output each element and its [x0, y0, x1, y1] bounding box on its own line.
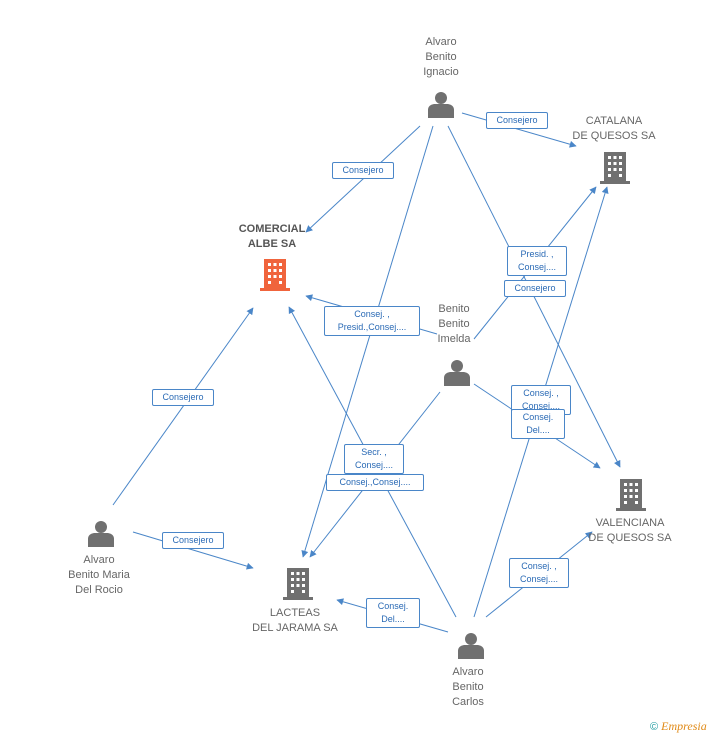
edge-label: Consej.,Consej.... [326, 474, 424, 491]
edge-label: Consejero [486, 112, 548, 129]
edge-label: Consejero [504, 280, 566, 297]
edge-rocio-comercial [112, 307, 254, 506]
copyright-icon: © [650, 721, 659, 733]
edge-label: Consejero [332, 162, 394, 179]
edge-label: Consej. Del.... [366, 598, 420, 628]
person-label-ignacio[interactable]: Alvaro Benito Ignacio [423, 36, 459, 78]
company-label-catalana[interactable]: CATALANA DE QUESOS SA [572, 115, 656, 142]
edge-label: Consej. , Presid.,Consej.... [324, 306, 420, 336]
edge-ignacio-catalana [461, 112, 577, 148]
edges [112, 112, 621, 633]
person-label-imelda[interactable]: Benito Benito Imelda [437, 303, 471, 345]
edge-label: Presid. , Consej.... [507, 246, 567, 276]
person-icon[interactable] [88, 521, 114, 547]
building-icon[interactable] [616, 479, 646, 511]
building-icon[interactable] [600, 152, 630, 184]
person-label-rocio[interactable]: Alvaro Benito Maria Del Rocio [68, 554, 130, 596]
footer-brand: © Empresia [650, 719, 707, 734]
edge-ignacio-lacteas [301, 125, 434, 558]
person-icon[interactable] [428, 92, 454, 118]
company-label-comercial[interactable]: COMERCIAL ALBE SA [238, 223, 306, 250]
building-icon[interactable] [260, 259, 290, 291]
person-icon[interactable] [458, 633, 484, 659]
building-icon[interactable] [283, 568, 313, 600]
edge-label: Secr. , Consej.... [344, 444, 404, 474]
edge-rocio-lacteas [132, 531, 254, 570]
edge-label: Consejero [162, 532, 224, 549]
brand-name: Empresia [661, 719, 707, 733]
edge-label: Consejero [152, 389, 214, 406]
edge-label: Consej. , Consej.... [509, 558, 569, 588]
person-label-carlos[interactable]: Alvaro Benito Carlos [452, 666, 484, 708]
company-label-valenciana[interactable]: VALENCIANA DE QUESOS SA [588, 517, 672, 544]
edge-label: Consej. Del.... [511, 409, 565, 439]
company-label-lacteas[interactable]: LACTEAS DEL JARAMA SA [252, 607, 338, 634]
person-icon[interactable] [444, 360, 470, 386]
edge-ignacio-comercial [305, 125, 421, 233]
